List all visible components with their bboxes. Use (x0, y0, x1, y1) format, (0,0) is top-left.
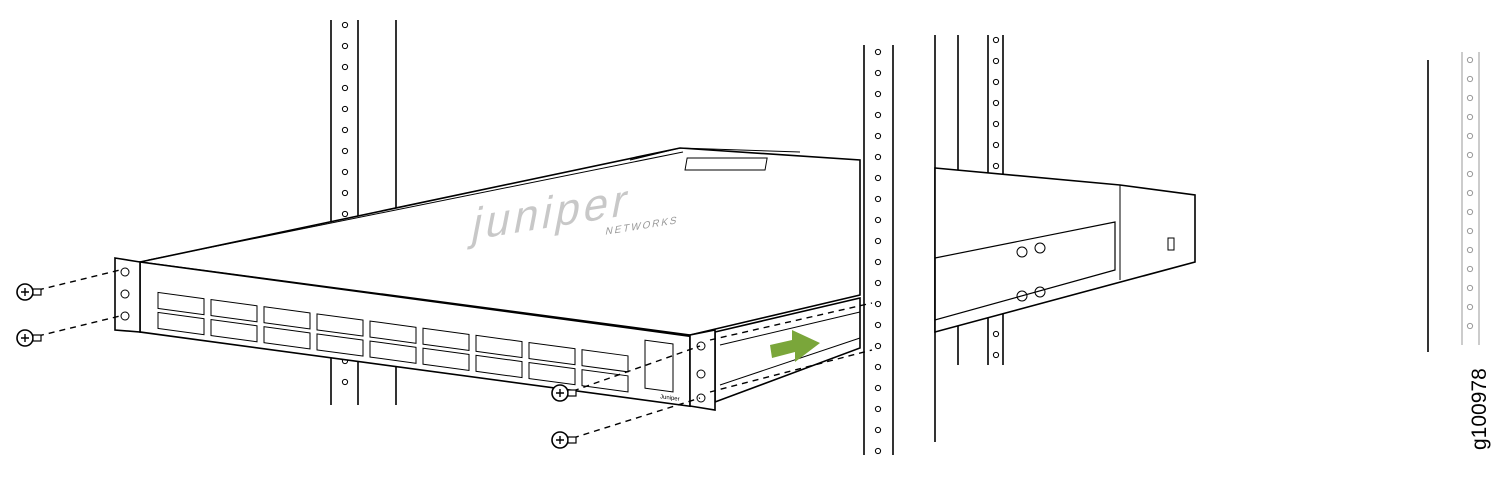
rail-hole (992, 57, 1000, 65)
rail-hole (992, 141, 1000, 149)
port-cage (157, 291, 205, 316)
rail-hole (992, 330, 1000, 338)
rail-hole (992, 78, 1000, 86)
rail-hole (341, 378, 349, 386)
rail-hole (874, 405, 882, 413)
slide-direction-arrow-icon (770, 330, 820, 362)
port-cage (528, 361, 576, 386)
port-cage (475, 334, 523, 359)
rail-hole (992, 36, 1000, 44)
rail-hole (341, 105, 349, 113)
port-cage (581, 349, 629, 373)
rail-hole (341, 147, 349, 155)
front-rack-rail (863, 45, 894, 455)
rail-hole (874, 447, 882, 455)
rail-hole (992, 351, 1000, 359)
rail-hole (1466, 265, 1474, 273)
rail-hole (874, 174, 882, 182)
rail-hole (874, 426, 882, 434)
rail-hole (874, 48, 882, 56)
port-cage (157, 311, 205, 336)
rail-hole (341, 21, 349, 29)
side-view-chassis (934, 167, 1196, 334)
rail-hole (874, 321, 882, 329)
port-cage (210, 319, 258, 343)
rail-hole (1466, 170, 1474, 178)
screw-icon (16, 329, 42, 347)
rail-hole (874, 195, 882, 203)
rail-hole (341, 189, 349, 197)
rail-hole (341, 42, 349, 50)
rail-hole (1466, 322, 1474, 330)
rail-hole (992, 120, 1000, 128)
port-cage (263, 306, 311, 330)
rail-hole (874, 279, 882, 287)
rail-hole (1466, 189, 1474, 197)
rail-hole (1466, 113, 1474, 121)
rail-hole (992, 99, 1000, 107)
rail-hole (874, 216, 882, 224)
port-cage (210, 299, 258, 323)
rail-hole (1466, 227, 1474, 235)
port-cage (316, 313, 364, 337)
rail-hole (1466, 246, 1474, 254)
rail-hole (874, 132, 882, 140)
rail-hole (874, 237, 882, 245)
rail-hole (874, 111, 882, 119)
port-cage (581, 369, 629, 393)
port-cage (422, 347, 470, 371)
rail-hole (874, 342, 882, 350)
port-cage (528, 341, 576, 366)
rail-hole (874, 69, 882, 77)
screw-icon (551, 431, 577, 449)
port-cage (263, 326, 311, 350)
rail-hole (874, 300, 882, 308)
left-mounting-ear (114, 257, 141, 333)
rail-hole (341, 84, 349, 92)
rail-hole (1466, 208, 1474, 216)
port-cage (316, 333, 364, 357)
rail-hole (1466, 284, 1474, 292)
rail-hole (1466, 94, 1474, 102)
rail-hole (874, 153, 882, 161)
port-cage (369, 320, 417, 344)
rail-hole (341, 126, 349, 134)
screw-icon (551, 384, 577, 402)
port-cage (422, 327, 470, 351)
rail-hole (874, 258, 882, 266)
mounting-screws (16, 269, 873, 449)
port-cage (475, 354, 523, 379)
rail-hole (341, 63, 349, 71)
rail-hole (341, 210, 349, 218)
far-right-rack-rail (1427, 52, 1480, 352)
rail-hole (341, 168, 349, 176)
rail-hole (874, 384, 882, 392)
switch-chassis: juniper NETWORKS Juniper (114, 147, 861, 411)
front-badge: Juniper (660, 394, 680, 403)
rail-hole (1466, 56, 1474, 64)
rail-hole (1466, 303, 1474, 311)
rail-hole (874, 363, 882, 371)
port-cage (369, 340, 417, 364)
figure-id-label: g100978 (1468, 368, 1491, 450)
rail-hole (992, 162, 1000, 170)
rail-hole (1466, 151, 1474, 159)
rail-hole (1466, 132, 1474, 140)
rail-hole (874, 90, 882, 98)
rail-hole (1466, 75, 1474, 83)
screw-icon (16, 283, 42, 301)
